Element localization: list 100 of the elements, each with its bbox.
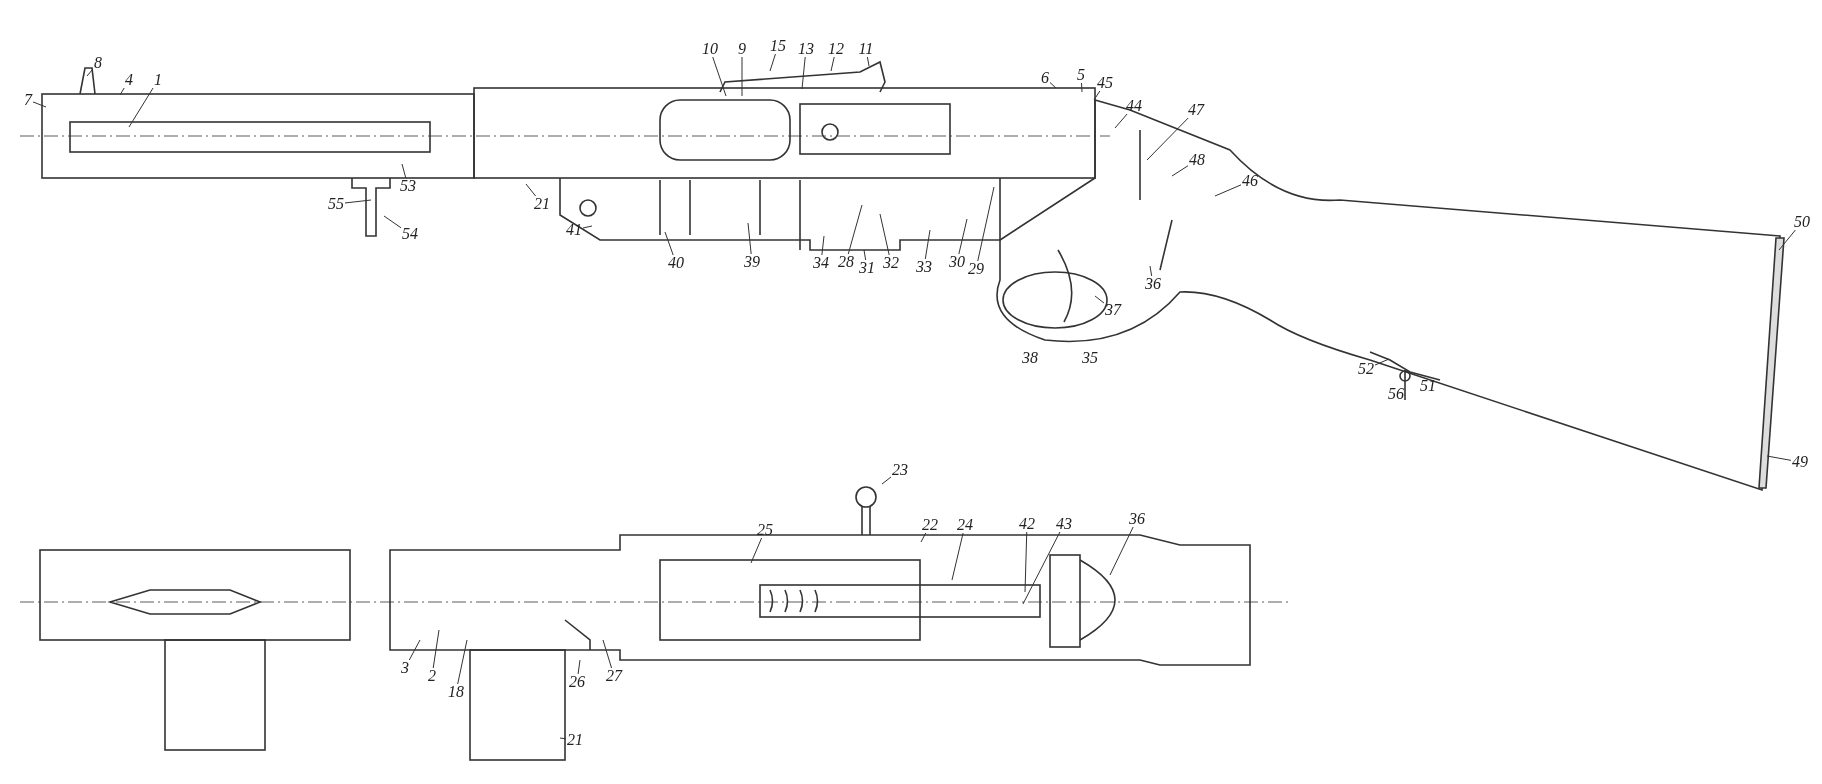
leader-line <box>977 186 995 262</box>
callout-number: 21 <box>566 732 584 748</box>
callout-number: 50 <box>1793 214 1811 230</box>
callout-number: 23 <box>891 462 909 478</box>
leader-line <box>821 235 825 256</box>
leader-line <box>747 222 752 255</box>
leader-line <box>1024 531 1028 593</box>
callout-number: 35 <box>1081 350 1099 366</box>
leader-line <box>924 229 931 260</box>
callout-number: 47 <box>1187 102 1205 118</box>
callout-number: 13 <box>797 41 815 57</box>
callout-number: 39 <box>743 254 761 270</box>
callout-number: 8 <box>93 55 103 71</box>
callout-number: 45 <box>1096 75 1114 91</box>
callout-number: 42 <box>1018 516 1036 532</box>
leader-line <box>1766 455 1792 461</box>
leader-line <box>769 53 776 72</box>
leader-line <box>119 87 125 96</box>
leader-line <box>1080 82 1083 93</box>
callout-number: 29 <box>967 261 985 277</box>
callout-number: 40 <box>667 255 685 271</box>
leader-line <box>401 163 407 179</box>
leader-line <box>879 213 890 256</box>
leader-line <box>750 537 763 564</box>
leader-line <box>1778 229 1796 251</box>
leader-line <box>383 215 402 229</box>
callout-number: 4 <box>124 72 134 88</box>
callout-number: 44 <box>1125 98 1143 114</box>
leader-line <box>664 231 674 256</box>
leader-line <box>32 101 47 108</box>
leader-line <box>577 659 581 675</box>
leader-line <box>712 56 727 97</box>
callout-number: 38 <box>1021 350 1039 366</box>
leader-line <box>1171 165 1189 177</box>
leader-line <box>559 737 567 740</box>
callout-number: 26 <box>568 674 586 690</box>
callout-number: 52 <box>1357 361 1375 377</box>
callout-number: 37 <box>1104 302 1122 318</box>
leader-line <box>1109 526 1134 576</box>
leader-line <box>457 639 468 685</box>
leader-line <box>432 629 440 669</box>
callout-number: 24 <box>956 517 974 533</box>
callout-number: 1 <box>153 72 163 88</box>
callout-number: 7 <box>23 92 33 108</box>
leader-line <box>830 56 835 72</box>
callout-number: 21 <box>533 196 551 212</box>
callout-number: 31 <box>858 260 876 276</box>
leader-line <box>602 639 613 669</box>
leader-line <box>951 532 964 581</box>
callout-number: 27 <box>605 668 623 684</box>
callout-number: 2 <box>427 668 437 684</box>
callout-number: 41 <box>565 222 583 238</box>
callout-number: 11 <box>857 41 875 57</box>
leader-line <box>863 249 867 261</box>
callout-number: 12 <box>827 41 845 57</box>
callout-number: 9 <box>737 41 747 57</box>
leader-line <box>1022 531 1061 605</box>
callout-number: 25 <box>756 522 774 538</box>
callout-number: 15 <box>769 38 787 54</box>
leader-line <box>847 204 863 255</box>
callout-number: 6 <box>1040 70 1050 86</box>
callout-number: 53 <box>399 178 417 194</box>
leader-line <box>1146 117 1189 161</box>
callout-number: 28 <box>837 254 855 270</box>
leader-line <box>1374 358 1390 366</box>
callout-number: 36 <box>1144 276 1162 292</box>
leader-line <box>1049 82 1057 89</box>
leader-line <box>920 532 927 543</box>
callout-number: 34 <box>812 255 830 271</box>
leader-line <box>958 218 968 255</box>
callout-number: 55 <box>327 196 345 212</box>
leader-line <box>1094 295 1105 304</box>
leader-line <box>86 68 94 77</box>
leader-line <box>1149 265 1153 277</box>
callout-number: 33 <box>915 259 933 275</box>
leader-line <box>408 639 421 661</box>
callout-number: 3 <box>400 660 410 676</box>
leader-line <box>344 199 372 204</box>
callout-number: 10 <box>701 41 719 57</box>
callout-number: 54 <box>401 226 419 242</box>
leader-line <box>1093 90 1101 101</box>
callout-number: 51 <box>1419 378 1437 394</box>
leader-line <box>866 56 870 67</box>
callout-number: 18 <box>447 684 465 700</box>
callout-number: 36 <box>1128 511 1146 527</box>
leader-line <box>741 56 743 97</box>
callout-number: 5 <box>1076 67 1086 83</box>
callout-number: 49 <box>1791 454 1809 470</box>
callout-number: 30 <box>948 254 966 270</box>
leader-line <box>1214 184 1242 197</box>
leader-line <box>128 87 154 128</box>
leader-line <box>1114 113 1128 129</box>
leader-line <box>801 56 806 90</box>
callout-number: 56 <box>1387 386 1405 402</box>
callout-number: 32 <box>882 255 900 271</box>
callout-number: 43 <box>1055 516 1073 532</box>
callout-number: 48 <box>1188 152 1206 168</box>
leader-line <box>525 183 537 197</box>
callout-number: 46 <box>1241 173 1259 189</box>
callout-number: 22 <box>921 517 939 533</box>
